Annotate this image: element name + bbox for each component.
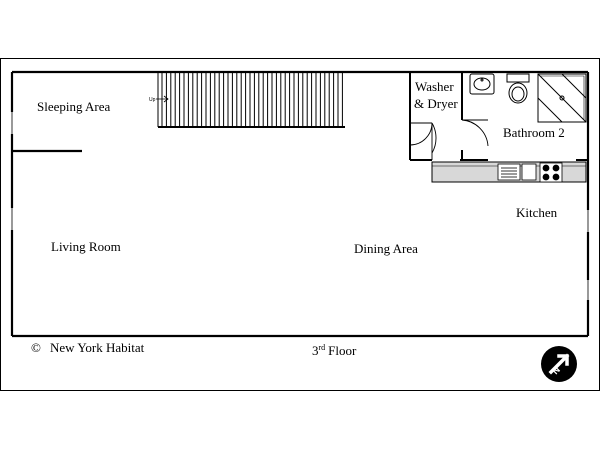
toilet-bowl-icon bbox=[508, 82, 528, 104]
sink-icon bbox=[469, 73, 495, 95]
bathroom-door bbox=[461, 119, 489, 147]
room-label-bathroom: Bathroom 2 bbox=[503, 125, 565, 140]
stairs-arrow-icon bbox=[156, 95, 169, 103]
room-label-living-room: Living Room bbox=[51, 239, 121, 254]
stove-icon bbox=[539, 162, 563, 183]
washer-closet-door bbox=[409, 122, 437, 160]
bathroom-fixtures bbox=[469, 73, 587, 123]
copyright-symbol: © bbox=[31, 340, 41, 355]
room-label-washer: Washer bbox=[415, 79, 454, 94]
staircase: Up bbox=[149, 72, 345, 128]
room-label-sleeping-area: Sleeping Area bbox=[37, 99, 111, 114]
floor-word: Floor bbox=[328, 343, 357, 358]
room-label-dryer: & Dryer bbox=[414, 96, 458, 111]
floor-suffix: rd bbox=[319, 343, 326, 352]
copyright-text: New York Habitat bbox=[50, 340, 145, 355]
toilet-tank-icon bbox=[506, 73, 530, 83]
room-label-kitchen: Kitchen bbox=[516, 205, 558, 220]
kitchen-counter bbox=[431, 161, 587, 183]
window-marks bbox=[9, 112, 591, 300]
compass-north-label: N bbox=[550, 365, 562, 377]
room-label-dining-area: Dining Area bbox=[354, 241, 418, 256]
kitchen-sink-icon bbox=[497, 163, 537, 181]
north-compass-icon: N bbox=[541, 346, 577, 382]
floor-number: 3 bbox=[312, 343, 319, 358]
stairs-up-label: Up bbox=[149, 97, 156, 103]
